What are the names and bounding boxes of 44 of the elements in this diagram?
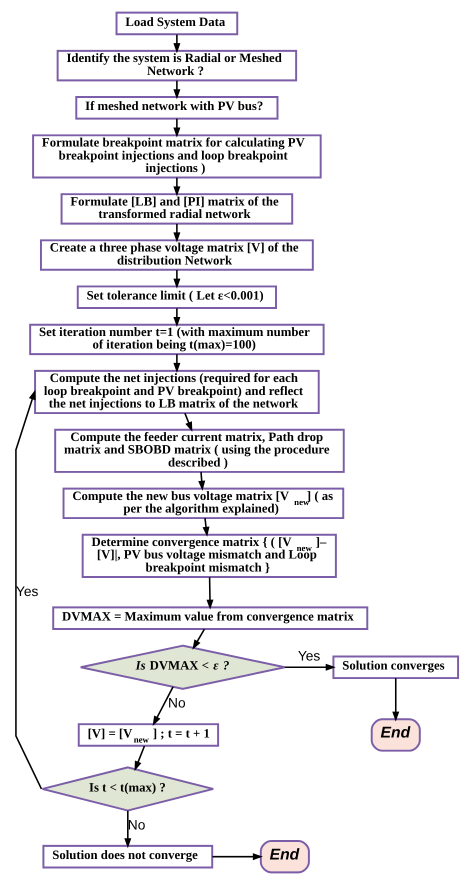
node-box: Load System Data [116, 12, 238, 36]
arrow [392, 678, 400, 722]
node-box: Identify the system is Radial or Meshed Network ? [56, 50, 298, 82]
node-box: Formulate breakpoint matrix for calculating PV breakpoint injections and loop breakpoint injections ) [32, 134, 322, 178]
edge-label: No [168, 696, 186, 711]
arrow [173, 80, 180, 100]
arrow [173, 354, 180, 373]
node-box: Create a three phase voltage matrix [V] of the distribution Network [40, 239, 314, 271]
arrow [173, 270, 180, 289]
node-box: Determine convergence matrix { ( [V$_{new}$ ]– [V]|, PV bus voltage mismatch and Loop breakpoint mismatch } [82, 534, 337, 578]
arrow [134, 746, 146, 772]
node-box: Set tolerance limit ( Let ε<0.001) [76, 285, 277, 310]
edge-label: No [128, 817, 146, 832]
arrow [173, 308, 180, 328]
node-box: End [370, 718, 421, 752]
arrow [173, 118, 180, 138]
arrow [212, 853, 263, 860]
edge-label: Yes [298, 648, 320, 664]
node-box: Compute the net injections (required for each loop breakpoint and PV breakpoint) and reflect the net injections to LB matrix of the network [34, 370, 320, 414]
node-box: Compute the new bus voltage matrix [V$_{new}$] ( as per the algorithm explained) [62, 488, 344, 520]
arrow [184, 412, 192, 432]
arrow [202, 518, 210, 537]
arrow [124, 810, 132, 848]
node-box: Set iteration number t=1 (with maximum number of iteration being t(max)=100) [29, 324, 325, 356]
arrow [206, 577, 214, 610]
arrow [198, 472, 206, 491]
node-box: Solution converges [332, 655, 460, 680]
arrow [152, 686, 174, 726]
node-box: End [260, 840, 310, 874]
arrow [15, 390, 42, 790]
arrow [284, 664, 336, 671]
node-box: If meshed network with PV bus? [75, 96, 278, 120]
node-box: DVMAX = Maximum value from convergence matrix [52, 606, 368, 630]
node-diamond: Is DVMAX < ε ? [80, 644, 286, 690]
node-diamond: Is t < t(max) ? [41, 766, 214, 812]
node-box: Formulate [LB] and [PI] matrix of the transformed radial network [60, 193, 294, 225]
edge-label: Yes [16, 584, 38, 599]
node-box: [V] = [V$_{new}$ ] ; t = t + 1 [78, 723, 220, 747]
arrow [173, 224, 180, 242]
arrow [173, 34, 180, 54]
node-box: Compute the feeder current matrix, Path drop matrix and SBOBD matrix ( using the procedure described ) [54, 428, 345, 473]
arrow [192, 628, 206, 650]
node-box: Solution does not converge [42, 844, 214, 868]
arrow [173, 178, 180, 196]
